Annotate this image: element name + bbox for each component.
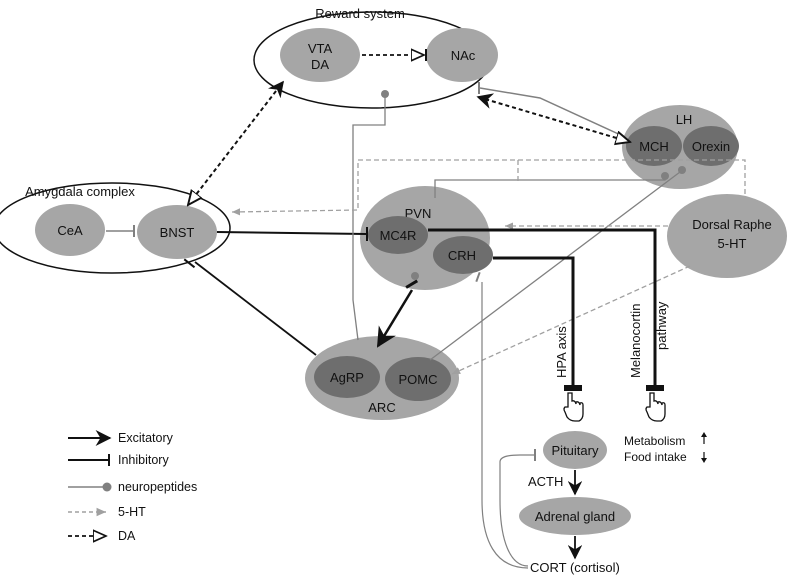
agrp-bnst-bar (183, 258, 196, 269)
adrenal-gland-label: Adrenal gland (535, 509, 615, 524)
lh-label: LH (676, 112, 693, 127)
legend-excitatory-label: Excitatory (118, 431, 174, 445)
vta-node (280, 28, 360, 82)
agrp-to-bnst-inhibit (194, 261, 317, 356)
cea-label: CeA (57, 223, 83, 238)
pathway-label: pathway (654, 301, 669, 350)
legend-inhibitory-label: Inhibitory (118, 453, 169, 467)
mc4r-pomc-bar (405, 279, 419, 289)
orexin-node (683, 126, 739, 166)
mch-node (626, 126, 682, 166)
mc4r-label: MC4R (380, 228, 417, 243)
acth-label: ACTH (528, 474, 563, 489)
reward-system-label: Reward system (315, 6, 405, 21)
lh-to-arc-link (429, 171, 681, 361)
cea-node (35, 204, 105, 256)
dorsal-raphe-5ht-label: 5-HT (718, 236, 747, 251)
vta-label: VTA (308, 41, 333, 56)
bnst-to-reward-da (188, 82, 283, 205)
vta-da-label: DA (311, 57, 329, 72)
bnst-node (137, 205, 217, 259)
crh-hpa-link (493, 256, 575, 385)
legend-da-label: DA (118, 529, 136, 543)
cort-label: CORT (cortisol) (530, 560, 620, 575)
mc4r-melanocortin-link (428, 228, 657, 385)
reward-to-arc-peptide (352, 93, 386, 341)
amygdala-complex-region: Amygdala complex CeA BNST (0, 182, 231, 274)
arrow-up-icon (701, 432, 707, 444)
legend-inhibitory-bar (108, 454, 110, 466)
lh-pvn-dot (661, 172, 669, 180)
pituitary-label: Pituitary (552, 443, 599, 458)
bnst-to-mc4r-inhibit (216, 231, 367, 235)
hpa-bar (564, 385, 582, 391)
arc-label: ARC (368, 400, 395, 415)
bnst-label: BNST (160, 225, 195, 240)
nac-node (426, 28, 498, 82)
mch-label: MCH (639, 139, 669, 154)
pointing-hand-icon (645, 392, 666, 422)
cea-bnst-bar (133, 225, 135, 237)
metabolism-label: Metabolism (624, 434, 685, 448)
legend: Excitatory Inhibitory neuropeptides 5-HT… (68, 430, 197, 543)
crh-node (433, 236, 493, 274)
lh-reward-gray-bar (478, 82, 480, 94)
melanocortin-bar (646, 385, 664, 391)
legend-neuropeptides-dot (102, 482, 112, 492)
dorsal-raphe-label: Dorsal Raphe (692, 217, 772, 232)
lh-to-reward-gray (479, 87, 626, 138)
arrow-down-icon (701, 452, 707, 463)
pituitary-region: Pituitary (543, 431, 607, 469)
pomc-to-mc4r-excite (376, 289, 414, 348)
legend-neuropeptides-label: neuropeptides (118, 480, 197, 494)
hpa-axis-label: HPA axis (554, 326, 569, 378)
dorsal-raphe-region: Dorsal Raphe 5-HT (667, 194, 787, 278)
bnst-mc4r-bar (366, 227, 368, 241)
reward-peptide-dot (381, 90, 389, 98)
raphe-to-pomc-5ht (451, 265, 691, 375)
pvn-region: PVN MC4R CRH (360, 186, 493, 290)
melanocortin-label: Melanocortin (628, 304, 643, 378)
lh-to-pvn-peptide (434, 175, 666, 198)
nac-label: NAc (451, 48, 476, 63)
cort-crh-bar (475, 271, 481, 283)
adrenal-gland-region: Adrenal gland (519, 497, 631, 535)
agrp-label: AgRP (330, 370, 364, 385)
amygdala-complex-label: Amygdala complex (25, 184, 135, 199)
raphe-to-amygdala-5ht (231, 159, 746, 216)
crh-label: CRH (448, 248, 476, 263)
orexin-label: Orexin (692, 139, 730, 154)
pvn-label: PVN (405, 206, 432, 221)
pvn-arc-peptide-dot (411, 272, 419, 280)
food-intake-label: Food intake (624, 450, 687, 464)
cort-feedback-crh (481, 282, 529, 569)
lh-region: LH MCH Orexin (622, 105, 739, 189)
pomc-node (385, 357, 451, 401)
vta-nac-bar (425, 49, 427, 61)
reward-system-region: Reward system VTA DA NAc (253, 6, 498, 109)
mc4r-node (368, 216, 428, 254)
arc-region: ARC AgRP POMC (305, 336, 459, 420)
pomc-label: POMC (399, 372, 438, 387)
agrp-node (314, 356, 380, 398)
lh-reward-da-link (478, 97, 630, 142)
pointing-hand-icon (563, 392, 584, 422)
lh-arc-dot (678, 166, 686, 174)
cort-pituitary-bar (534, 449, 536, 461)
legend-5ht-label: 5-HT (118, 505, 146, 519)
cort-feedback-pituitary (499, 454, 534, 567)
